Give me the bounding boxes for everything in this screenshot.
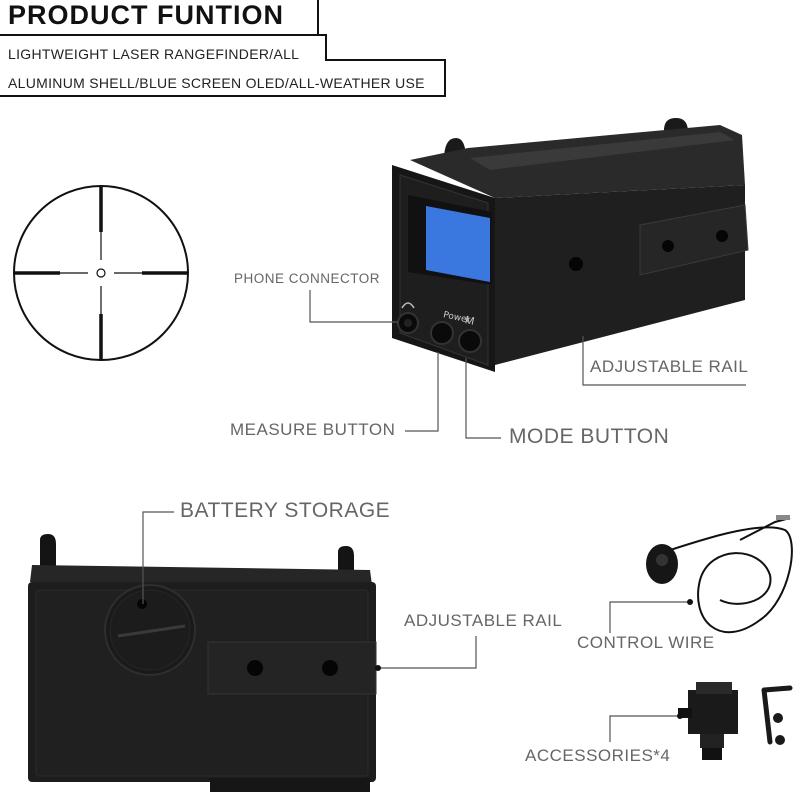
page-title: PRODUCT FUNTION bbox=[8, 0, 284, 30]
callout-measure-button: MEASURE BUTTON bbox=[230, 420, 396, 439]
callout-adjustable-rail-bottom: ADJUSTABLE RAIL bbox=[404, 611, 563, 630]
callout-battery-storage: BATTERY STORAGE bbox=[180, 499, 391, 522]
callout-mode-button: MODE BUTTON bbox=[509, 425, 670, 448]
subtitle-line-1: LIGHTWEIGHT LASER RANGEFINDER/ALL bbox=[8, 46, 300, 62]
callout-control-wire: CONTROL WIRE bbox=[577, 633, 715, 652]
callout-adjustable-rail-top: ADJUSTABLE RAIL bbox=[590, 357, 749, 376]
callout-accessories: ACCESSORIES*4 bbox=[525, 746, 671, 765]
callout-phone-connector: PHONE CONNECTOR bbox=[234, 271, 381, 286]
subtitle-line-2: ALUMINUM SHELL/BLUE SCREEN OLED/ALL-WEAT… bbox=[8, 75, 425, 91]
